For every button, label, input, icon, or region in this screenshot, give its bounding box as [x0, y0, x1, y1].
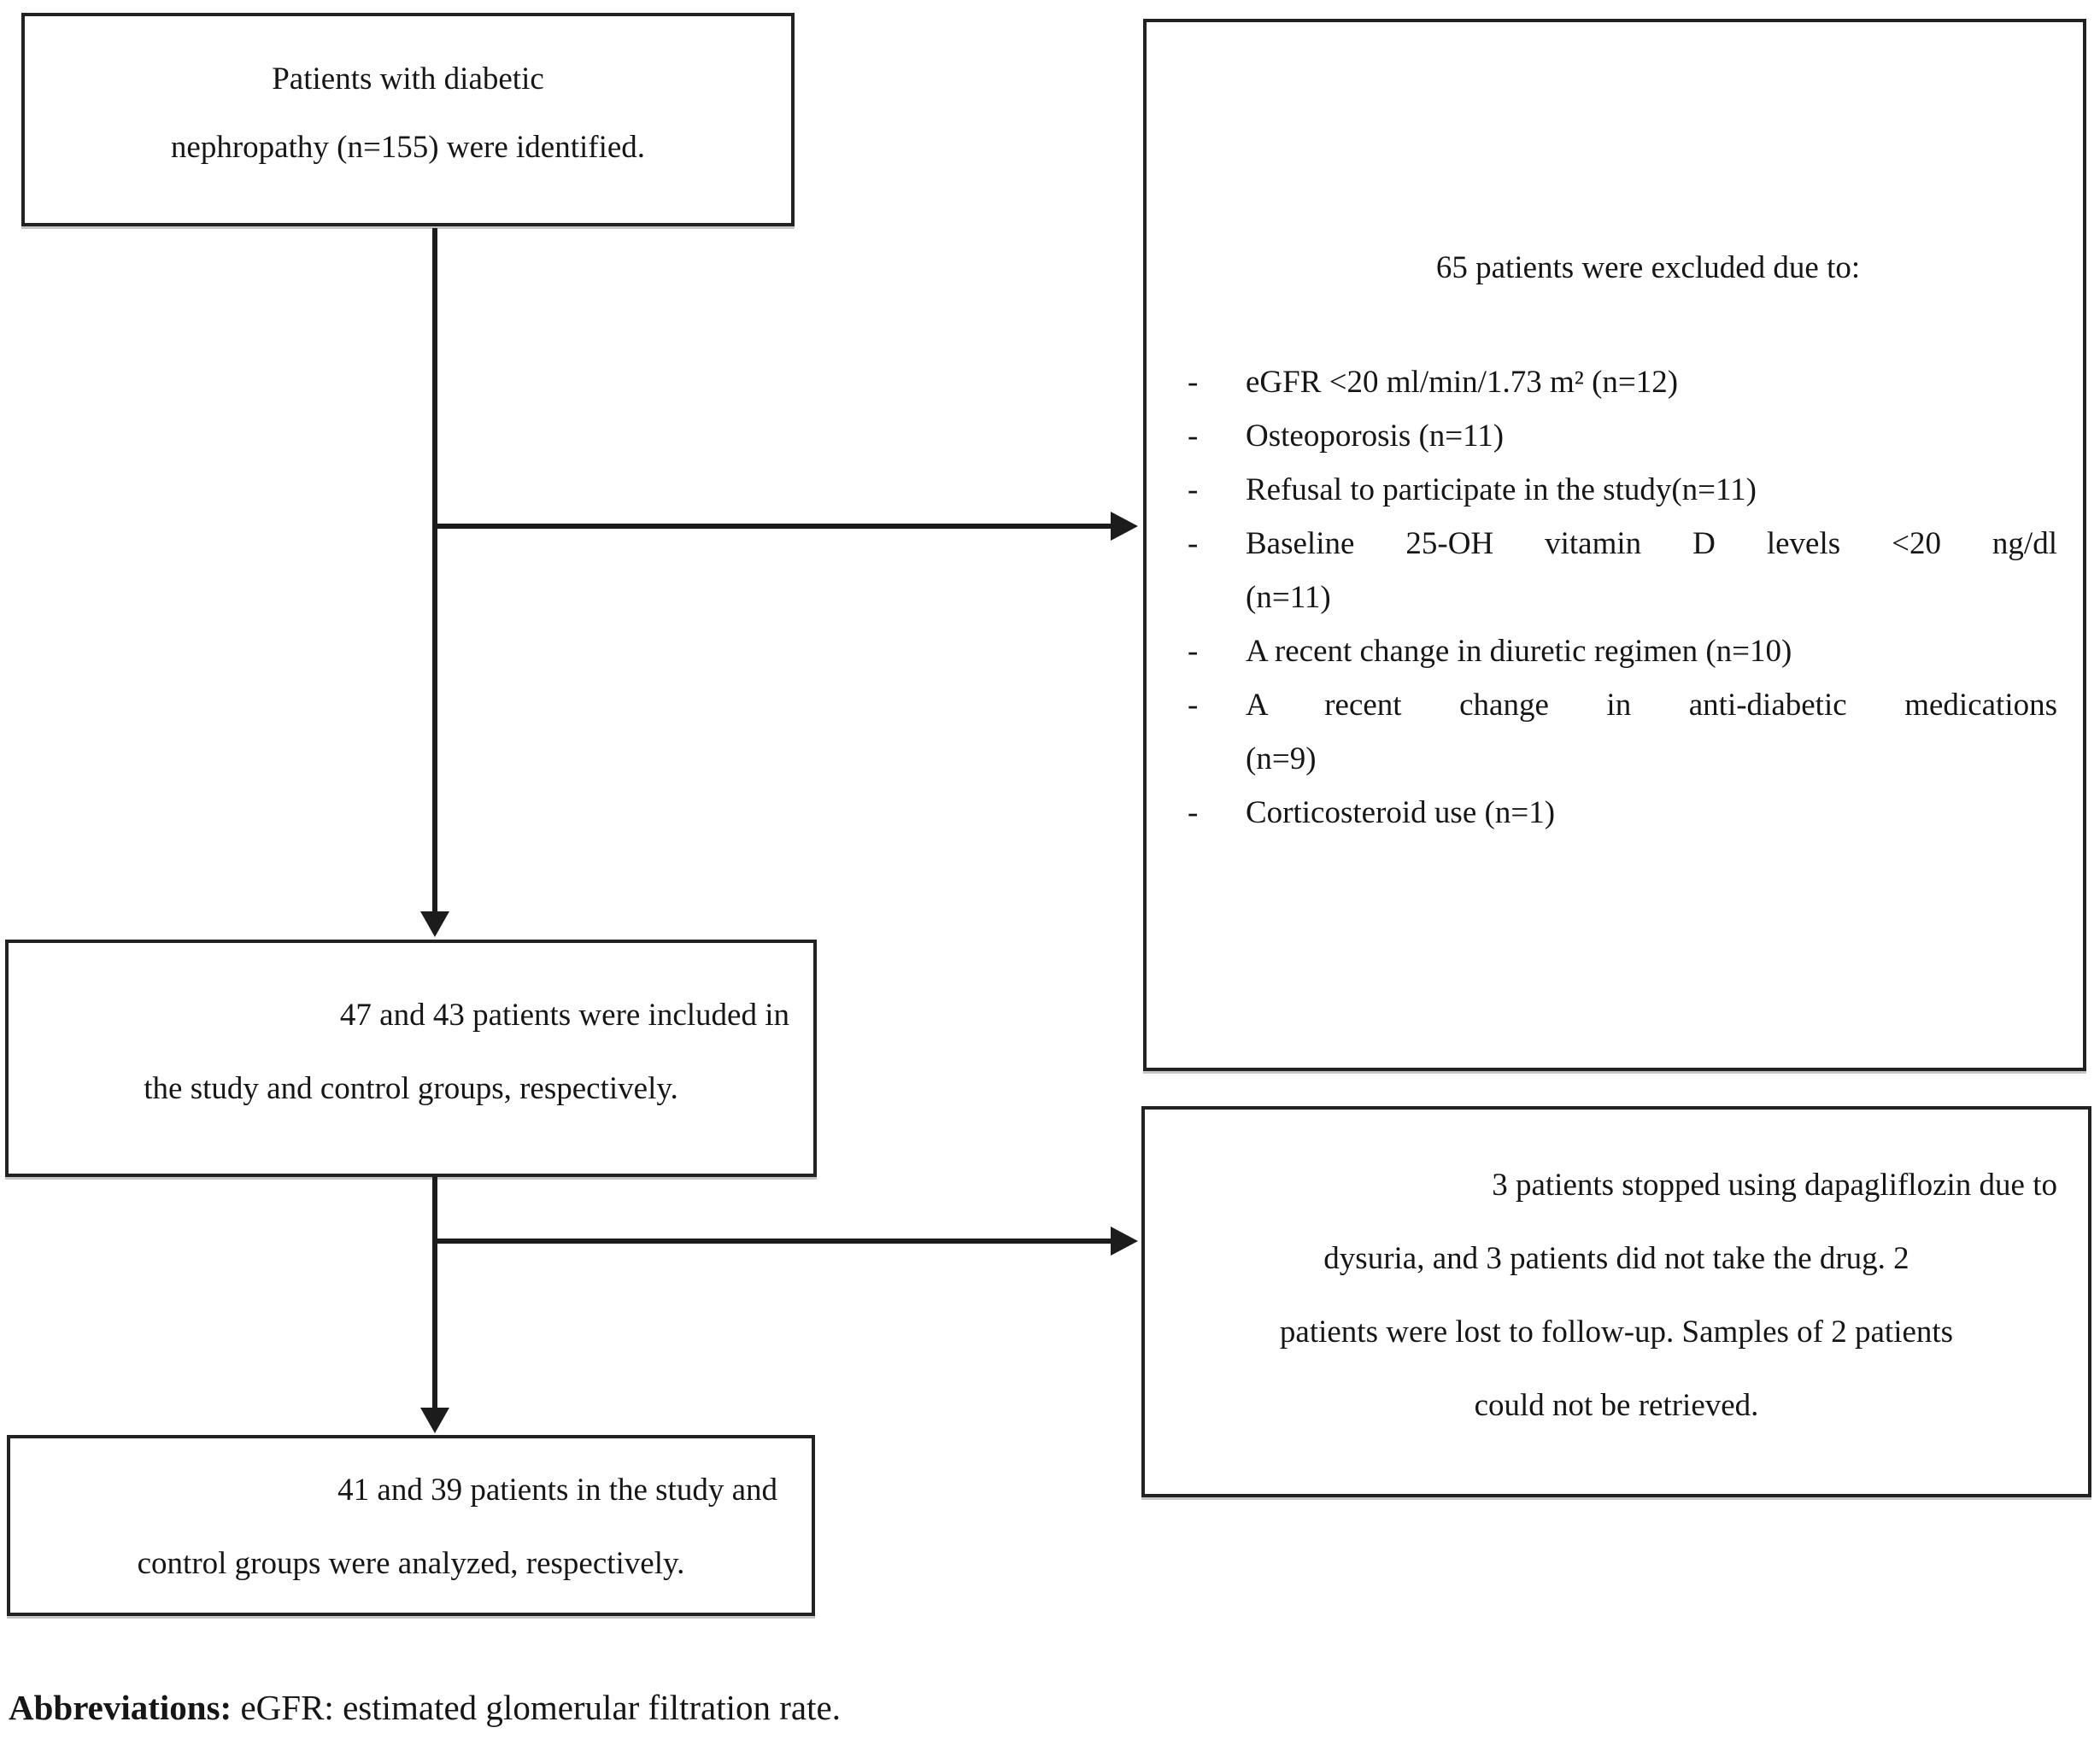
box-text-line: could not be retrieved.	[1474, 1388, 1759, 1423]
bullet-dash: -	[1188, 688, 1199, 723]
abbreviations-label: Abbreviations:	[9, 1688, 232, 1727]
box-text-line: nephropathy (n=155) were identified.	[170, 130, 646, 165]
connector-horizontal-line	[435, 524, 1112, 529]
exclusion-item: - Corticosteroid use (n=1)	[1188, 786, 2057, 840]
bullet-dash: -	[1188, 472, 1199, 507]
box-text-line: Patients with diabetic	[272, 61, 544, 97]
exclusion-item: - Osteoporosis (n=11)	[1188, 409, 2057, 463]
bullet-dash: -	[1188, 634, 1199, 669]
box-patients-identified: Patients with diabetic nephropathy (n=15…	[21, 13, 795, 226]
exclusion-item-line: Baseline 25-OH vitamin D levels <20 ng/d…	[1246, 526, 2057, 561]
exclusion-item-text: eGFR <20 ml/min/1.73 m² (n=12)	[1246, 355, 2057, 409]
box-patients-discontinued: 3 patients stopped using dapagliflozin d…	[1141, 1106, 2091, 1497]
box-patients-included: 47 and 43 patients were included in the …	[5, 940, 817, 1177]
connector-vertical-line	[432, 1177, 437, 1409]
exclusion-item-text: Corticosteroid use (n=1)	[1246, 786, 2057, 840]
exclusion-title: 65 patients were excluded due to:	[1435, 250, 1861, 285]
bullet-dash: -	[1188, 795, 1199, 830]
box-text-line: patients were lost to follow-up. Samples…	[1279, 1315, 1954, 1350]
exclusion-item: - eGFR <20 ml/min/1.73 m² (n=12)	[1188, 355, 2057, 409]
box-text-line: the study and control groups, respective…	[144, 1071, 678, 1106]
box-patients-excluded: 65 patients were excluded due to: - eGFR…	[1143, 19, 2086, 1071]
bullet-dash: -	[1188, 526, 1199, 561]
exclusion-item-line: (n=9)	[1246, 741, 1317, 776]
exclusion-item-text: A recent change in diuretic regimen (n=1…	[1246, 624, 2057, 678]
arrow-right-icon	[1111, 1227, 1138, 1256]
exclusion-item-text: Refusal to participate in the study(n=11…	[1246, 463, 2057, 517]
exclusion-item-text: Osteoporosis (n=11)	[1246, 409, 2057, 463]
exclusion-item: - A recent change in anti-diabetic medic…	[1188, 678, 2057, 786]
box-text-line: 41 and 39 patients in the study and	[337, 1473, 777, 1508]
box-text-line: control groups were analyzed, respective…	[137, 1546, 685, 1581]
exclusion-item-line: Refusal to participate in the study(n=11…	[1246, 472, 1757, 507]
box-text-line: dysuria, and 3 patients did not take the…	[1323, 1241, 1909, 1276]
connector-horizontal-line	[435, 1239, 1112, 1244]
exclusion-item: - Baseline 25-OH vitamin D levels <20 ng…	[1188, 517, 2057, 624]
exclusion-item-line: eGFR <20 ml/min/1.73 m² (n=12)	[1246, 365, 1679, 400]
abbreviations-text: eGFR: estimated glomerular filtration ra…	[240, 1688, 841, 1727]
exclusion-item-text: Baseline 25-OH vitamin D levels <20 ng/d…	[1246, 517, 2057, 624]
exclusion-item-line: Osteoporosis (n=11)	[1246, 419, 1505, 454]
exclusion-item-text: A recent change in anti-diabetic medicat…	[1246, 678, 2057, 786]
arrow-down-icon	[420, 911, 449, 937]
exclusion-item: - Refusal to participate in the study(n=…	[1188, 463, 2057, 517]
exclusion-item-line: (n=11)	[1246, 580, 1331, 615]
exclusion-item-line: A recent change in diuretic regimen (n=1…	[1246, 634, 1792, 669]
arrow-down-icon	[420, 1408, 449, 1433]
exclusion-item-line: Corticosteroid use (n=1)	[1246, 795, 1556, 830]
box-text-line: 47 and 43 patients were included in	[339, 998, 789, 1033]
arrow-right-icon	[1111, 512, 1138, 541]
box-text-line: 3 patients stopped using dapagliflozin d…	[1492, 1168, 2057, 1203]
exclusion-item: - A recent change in diuretic regimen (n…	[1188, 624, 2057, 678]
bullet-dash: -	[1188, 365, 1199, 400]
exclusion-list: - eGFR <20 ml/min/1.73 m² (n=12) - Osteo…	[1188, 355, 2057, 840]
abbreviations-note: Abbreviations: eGFR: estimated glomerula…	[9, 1684, 841, 1731]
bullet-dash: -	[1188, 419, 1199, 454]
connector-vertical-line	[432, 228, 437, 911]
box-patients-analyzed: 41 and 39 patients in the study and cont…	[7, 1435, 815, 1616]
exclusion-item-line: A recent change in anti-diabetic medicat…	[1246, 688, 2057, 723]
